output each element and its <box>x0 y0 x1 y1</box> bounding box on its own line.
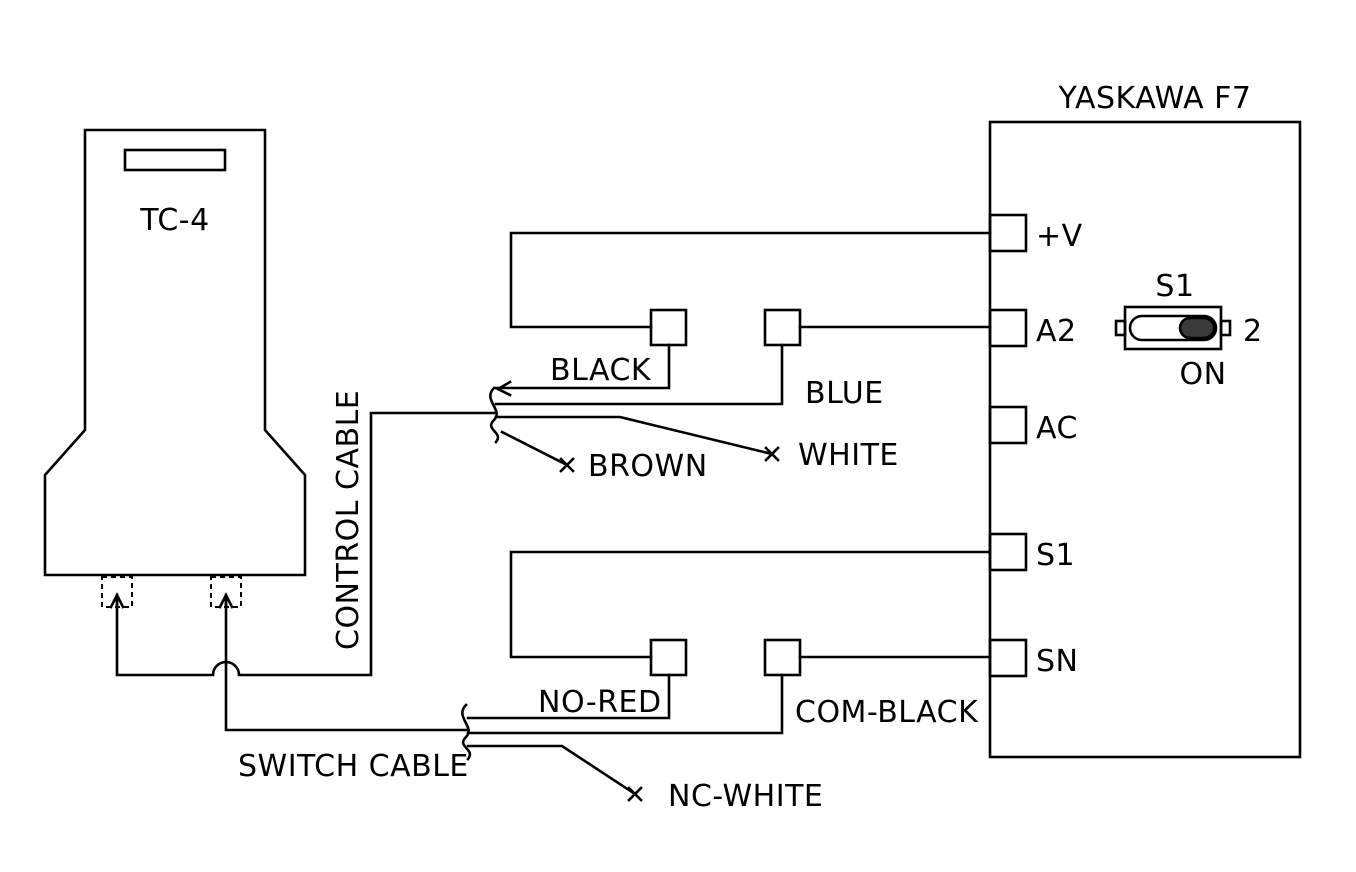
controller-label: TC-4 <box>139 203 209 238</box>
wire-brown <box>500 430 569 467</box>
dip-switch-right-tab <box>1219 319 1232 337</box>
wire-white <box>494 415 774 456</box>
dip-switch-slot <box>1128 314 1218 342</box>
wire-nc-white-end-x <box>627 786 643 802</box>
control-cable-path <box>115 411 496 677</box>
junction-block-com-black <box>763 638 802 677</box>
wire-brown-end-x <box>559 457 575 473</box>
switch-cable-break <box>461 703 472 761</box>
wire-label-blue: BLUE <box>805 376 884 411</box>
terminal-label-a2: A2 <box>1036 314 1077 349</box>
terminal-sn <box>988 638 1028 678</box>
wire-nc-white <box>466 744 637 796</box>
switch-breakout: NO-RED COM-BLACK NC-WHITE <box>461 550 992 814</box>
wire-label-no-red: NO-RED <box>538 685 662 720</box>
control-cable-break <box>489 386 500 444</box>
wire-label-white: WHITE <box>798 438 899 473</box>
terminal-ac <box>988 405 1028 445</box>
dip-switch-lever <box>1178 316 1216 340</box>
wire-no-red <box>466 673 671 720</box>
drive-unit: YASKAWA F7 +V A2 AC S1 SN S1 2 ON <box>988 81 1302 759</box>
control-breakout: BLACK BLUE WHITE BROWN <box>489 231 992 484</box>
tc4-controller: TC-4 <box>43 128 307 609</box>
wire-black <box>494 343 671 390</box>
wire-label-black: BLACK <box>550 353 652 388</box>
terminal-s1 <box>988 532 1028 572</box>
controller-body <box>43 128 307 577</box>
terminal-label-sn: SN <box>1036 644 1078 679</box>
controller-display <box>123 148 227 172</box>
jumper-s1 <box>509 550 992 659</box>
dip-switch-s1: S1 2 ON <box>1114 269 1263 392</box>
junction-block-black <box>649 308 688 347</box>
dip-switch-label: S1 <box>1155 269 1194 304</box>
switch-cable-label: SWITCH CABLE <box>238 749 469 784</box>
drive-title: YASKAWA F7 <box>1057 81 1251 116</box>
wire-white-end-x <box>764 446 780 462</box>
dip-switch-state: ON <box>1179 357 1226 392</box>
terminal-plus-v <box>988 213 1028 253</box>
terminal-label-ac: AC <box>1036 411 1078 446</box>
cable-runs: CONTROL CABLE SWITCH CABLE <box>115 390 496 784</box>
wire-black-arrow <box>495 380 512 397</box>
terminal-a2 <box>988 308 1028 348</box>
wire-label-brown: BROWN <box>588 449 708 484</box>
control-cable-label: CONTROL CABLE <box>331 390 366 650</box>
terminal-label-plus-v: +V <box>1036 219 1083 254</box>
terminal-label-s1: S1 <box>1036 538 1075 573</box>
junction-block-blue <box>763 308 802 347</box>
dip-switch-position: 2 <box>1243 314 1263 349</box>
junction-block-no-red <box>649 638 688 677</box>
jumper-plus-v <box>509 231 992 329</box>
dip-switch-left-tab <box>1114 319 1127 337</box>
wire-label-com-black: COM-BLACK <box>795 695 979 730</box>
wire-com-black <box>466 673 784 735</box>
switch-cable-path <box>224 596 468 732</box>
wire-label-nc-white: NC-WHITE <box>668 779 823 814</box>
wire-blue <box>494 343 784 406</box>
